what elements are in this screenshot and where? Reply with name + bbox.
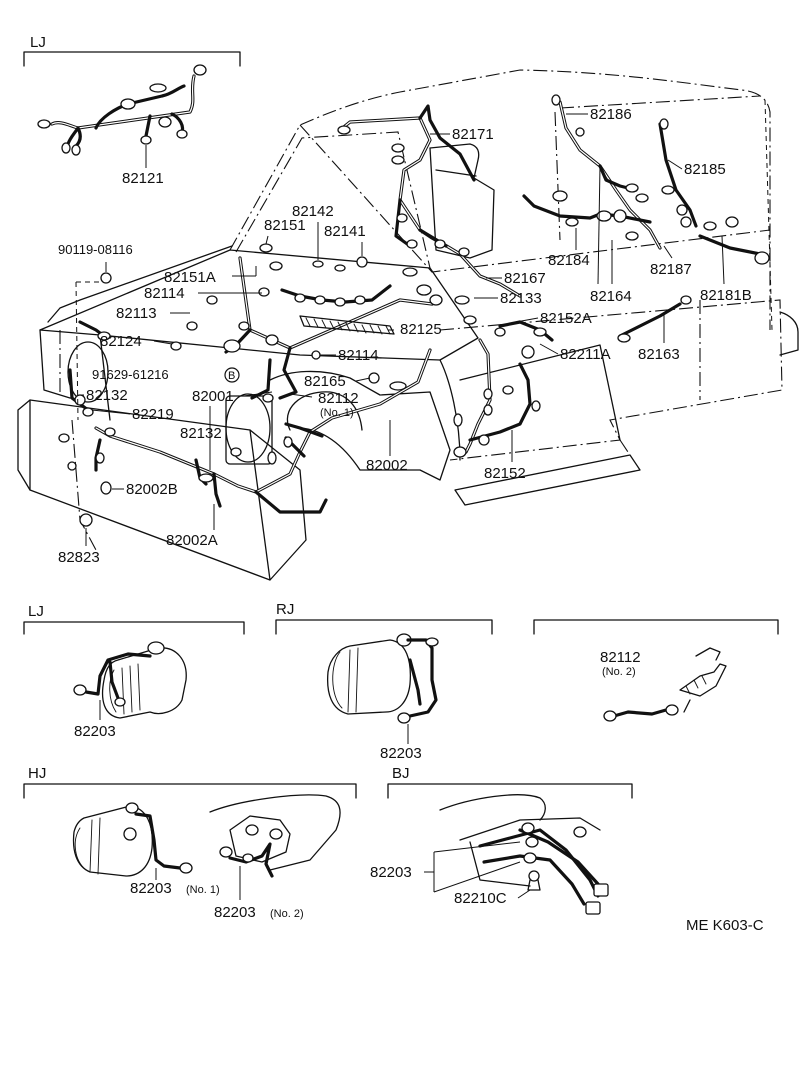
label-circle-b: B [228, 370, 235, 382]
label-82152A: 82152A [540, 310, 592, 327]
bj-alternator-panel: BJ 82203 82210C [370, 765, 633, 915]
lj-alternator-drawing [73, 641, 187, 719]
label-82112-no1: (No. 1) [320, 407, 354, 419]
label-90119-08116: 90119-08116 [58, 242, 133, 257]
label-82823: 82823 [58, 549, 100, 566]
label-82124: 82124 [100, 333, 142, 350]
main-wiring-harness [58, 94, 770, 527]
label-82002B: 82002B [126, 481, 178, 498]
hj-label-no2: (No. 2) [270, 908, 304, 920]
hj-label-no1: (No. 1) [186, 884, 220, 896]
label-82141: 82141 [324, 223, 366, 240]
hj-label: HJ [28, 765, 46, 782]
label-82184: 82184 [548, 252, 590, 269]
label-82112: 82112 [318, 390, 359, 407]
label-82125: 82125 [400, 321, 442, 338]
rj-alternator-panel: RJ 82203 [275, 601, 493, 762]
lj-top-bracket [23, 51, 241, 67]
rj-bracket [275, 619, 493, 635]
no2-bracket [533, 619, 779, 635]
hj-alternator-drawing [72, 794, 341, 878]
label-82001: 82001 [192, 388, 234, 405]
label-82002A: 82002A [166, 532, 218, 549]
label-82186: 82186 [590, 106, 632, 123]
label-82181B: 82181B [700, 287, 752, 304]
lj-mid-label: LJ [28, 603, 44, 620]
label-82132-left: 82132 [86, 387, 128, 404]
label-82152: 82152 [484, 465, 526, 482]
label-82113: 82113 [116, 305, 157, 322]
label-91629-61216: 91629-61216 [92, 367, 169, 382]
main-part-labels: 90119-08116 82151 82142 82141 82151A 821… [58, 106, 752, 566]
hj-bracket [23, 783, 357, 799]
diagram-code: ME K603-C [686, 917, 764, 934]
hj-label-82203-no1: 82203 [130, 880, 172, 897]
label-82163: 82163 [638, 346, 680, 363]
label-82164: 82164 [590, 288, 632, 305]
label-82185: 82185 [684, 161, 726, 178]
label-82112-2: 82112 [600, 649, 641, 666]
bj-label-82203: 82203 [370, 864, 412, 881]
bj-label-82210C: 82210C [454, 890, 507, 907]
harness-connectors [58, 94, 770, 527]
bj-engine-drawing [439, 794, 609, 915]
label-82132-bottom: 82132 [180, 425, 222, 442]
lj-top-label: LJ [30, 34, 46, 51]
label-82167: 82167 [504, 270, 546, 287]
rj-label: RJ [276, 601, 294, 618]
bj-bracket [387, 783, 633, 799]
rj-label-82203: 82203 [380, 745, 422, 762]
label-82114-mid: 82114 [338, 347, 379, 364]
label-82121: 82121 [122, 170, 164, 187]
rj-alternator-drawing [326, 633, 439, 724]
label-82151: 82151 [264, 217, 306, 234]
label-82219: 82219 [132, 406, 174, 423]
sensor-82112-no2-panel: 82112 (No. 2) [533, 619, 779, 722]
lj-bracket [23, 621, 245, 635]
lj-harness-82121-drawing [37, 64, 207, 156]
hj-alternator-panel: HJ 82203 (No. 1) 82203 (No. 2) [23, 765, 357, 921]
label-82151A: 82151A [164, 269, 216, 286]
label-82114-top: 82114 [144, 285, 185, 302]
label-82171: 82171 [452, 126, 494, 143]
bj-label: BJ [392, 765, 410, 782]
lj-alternator-panel: LJ 82203 [23, 603, 245, 740]
circle-b-marker [224, 367, 240, 383]
label-82187: 82187 [650, 261, 692, 278]
label-82112-no2: (No. 2) [602, 666, 636, 678]
label-82211A: 82211A [560, 346, 611, 363]
label-82142: 82142 [292, 203, 334, 220]
lj-label-82203: 82203 [74, 723, 116, 740]
lj-top-harness-panel: LJ 82121 [23, 34, 241, 187]
label-82165: 82165 [304, 373, 346, 390]
label-82002: 82002 [366, 457, 408, 474]
vehicle-body-outline [17, 69, 799, 581]
hj-label-82203-no2: 82203 [214, 904, 256, 921]
sensor-82112-drawing [603, 647, 727, 722]
label-82133: 82133 [500, 290, 542, 307]
